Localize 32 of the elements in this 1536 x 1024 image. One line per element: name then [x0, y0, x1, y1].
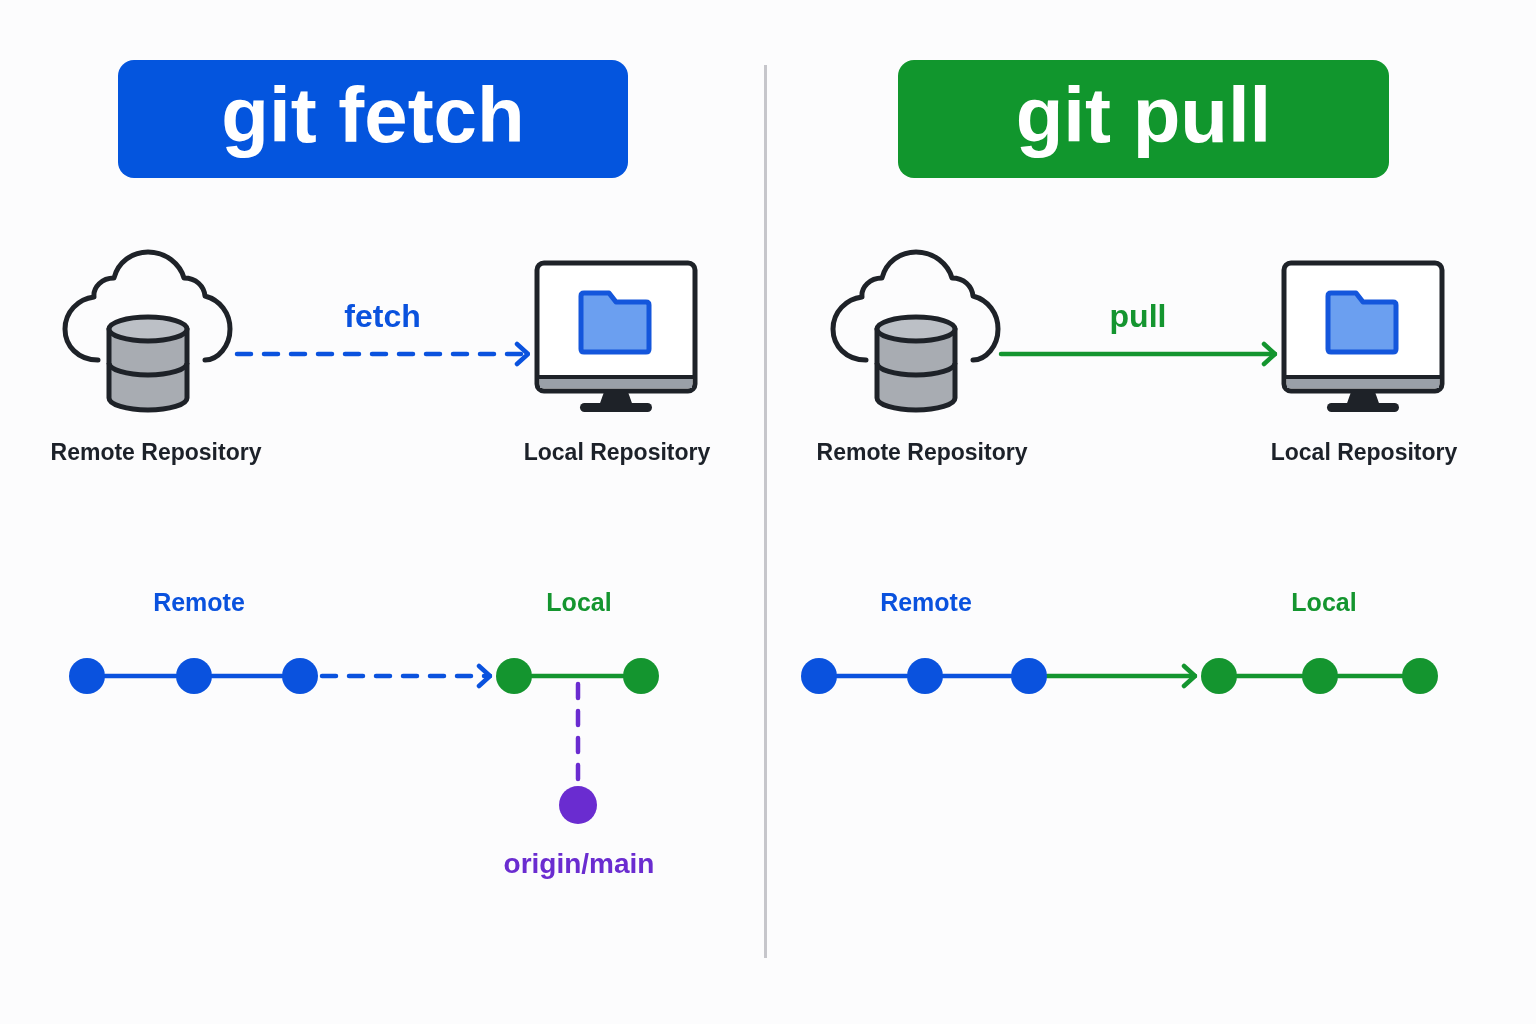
- repository-label: Remote Repository: [816, 438, 1028, 466]
- commit-dot: [801, 658, 837, 694]
- repository-label: Remote Repository: [50, 438, 262, 466]
- monitor-folder-icon: [534, 260, 698, 414]
- commit-dot: [1011, 658, 1047, 694]
- monitor-folder-icon: [1281, 260, 1445, 414]
- edge-label: pull: [1109, 297, 1167, 335]
- dashed-arrow: [319, 663, 493, 689]
- commit-dot: [282, 658, 318, 694]
- commit-dot: [69, 658, 105, 694]
- repository-label: Local Repository: [1270, 438, 1458, 466]
- title-banner: git pull: [898, 60, 1389, 178]
- cloud-database-icon: [62, 249, 233, 414]
- commit-dot: [1402, 658, 1438, 694]
- branch-name-label: origin/main: [503, 847, 655, 881]
- dashed-arrow: [234, 341, 531, 367]
- commit-dot: [1302, 658, 1338, 694]
- arrow: [998, 341, 1278, 367]
- branch-label: Remote: [153, 587, 245, 617]
- commit-dot: [176, 658, 212, 694]
- branch-label: Local: [546, 587, 612, 617]
- commit-dot: [496, 658, 532, 694]
- commit-dot: [623, 658, 659, 694]
- branch-label: Local: [1291, 587, 1357, 617]
- commit-dot: [1201, 658, 1237, 694]
- title-banner: git fetch: [118, 60, 628, 178]
- repository-label: Local Repository: [523, 438, 711, 466]
- cloud-database-icon: [830, 249, 1001, 414]
- branch-label: Remote: [880, 587, 972, 617]
- commit-dot: [907, 658, 943, 694]
- edge-label: fetch: [344, 297, 421, 335]
- commit-dot: [559, 786, 597, 824]
